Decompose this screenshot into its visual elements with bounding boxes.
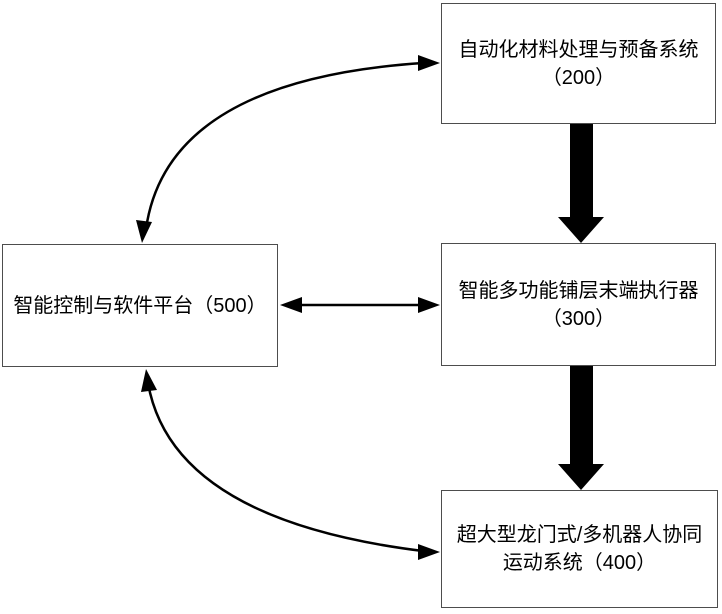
node-label-line: 自动化材料处理与预备系统 (458, 38, 699, 61)
arrowhead-into-300-left-icon (418, 297, 440, 313)
node-material-prep-system: 自动化材料处理与预备系统 （200） (441, 3, 716, 124)
node-label-line: （300） (541, 307, 616, 330)
arrowhead-into-500-bottom-icon (141, 369, 157, 392)
node-label-line: 智能控制与软件平台（500） (13, 294, 267, 317)
node-label-line: （200） (541, 66, 616, 89)
node-label-line: 超大型龙门式/多机器人协同 (456, 524, 703, 546)
node-label-line: 智能多功能铺层末端执行器 (458, 279, 699, 302)
arrowhead-into-200-left-icon (418, 55, 440, 71)
arrowhead-into-400-left-icon (418, 544, 440, 560)
block-arrow-300-to-400-icon (558, 366, 604, 490)
straight-double-arrow-500-300 (280, 297, 440, 313)
node-control-software-platform: 智能控制与软件平台（500） (2, 244, 278, 367)
node-gantry-motion-system: 超大型龙门式/多机器人协同 运动系统（400） (441, 490, 718, 608)
curve-line (146, 382, 424, 553)
curve-line (144, 61, 424, 230)
curved-double-arrow-500-200 (136, 55, 440, 243)
arrowhead-into-500-right-icon (280, 297, 302, 313)
arrowhead-into-500-top-icon (136, 220, 152, 243)
block-arrow-200-to-300-icon (558, 124, 604, 243)
node-label-line: 运动系统（400） (502, 552, 657, 574)
curved-double-arrow-500-400 (141, 369, 440, 560)
node-layup-end-effector: 智能多功能铺层末端执行器 （300） (441, 243, 716, 366)
